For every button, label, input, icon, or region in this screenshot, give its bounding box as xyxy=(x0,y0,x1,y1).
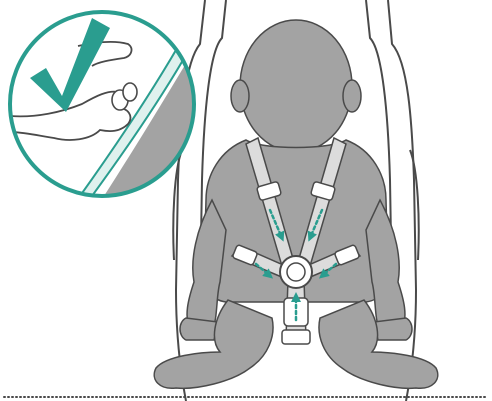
child-right-ear xyxy=(343,80,361,112)
detail-inset xyxy=(10,12,200,196)
child-left-hand xyxy=(180,318,218,340)
child-right-hand xyxy=(374,318,412,340)
inset-knuckle-2 xyxy=(123,83,137,101)
crotch-strap-end xyxy=(282,330,310,344)
child-left-ear xyxy=(231,80,249,112)
central-buckle-button xyxy=(287,263,305,281)
child-head xyxy=(240,20,352,152)
